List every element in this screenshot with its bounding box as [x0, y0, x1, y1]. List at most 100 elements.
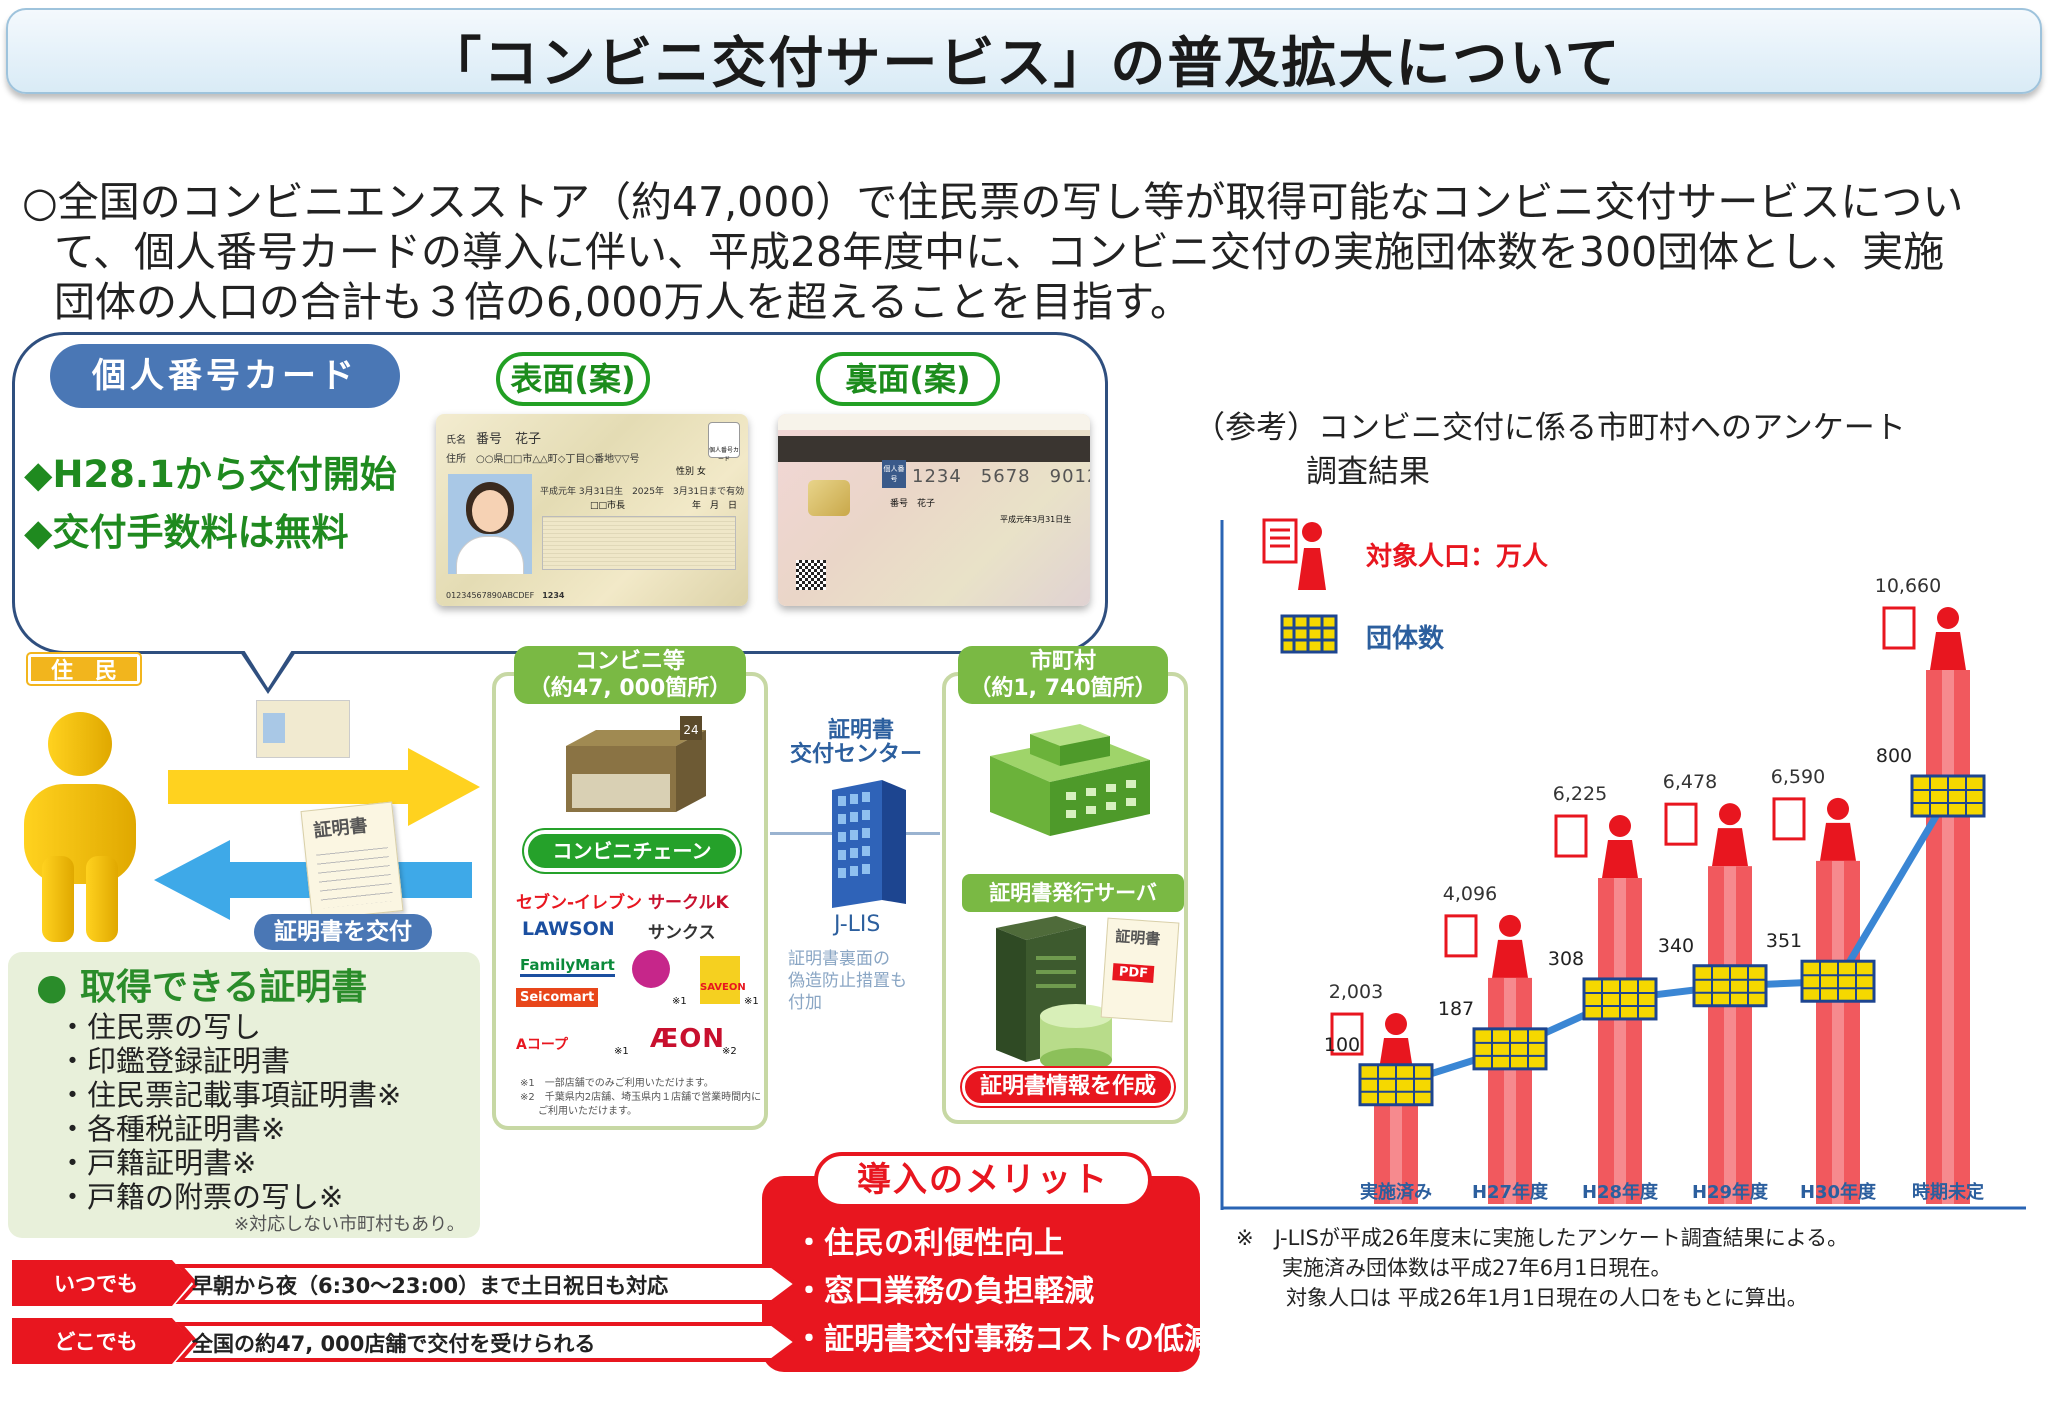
anytime-label: いつでも — [54, 1272, 138, 1296]
certificate-item: ・戸籍の附票の写し※ — [58, 1180, 344, 1214]
jlis-label: J-LIS — [834, 912, 881, 937]
anytime-arrow-icon — [12, 1260, 796, 1306]
card-point-2: ◆交付手数料は無料 — [24, 511, 349, 554]
certificates-note: ※対応しない市町村もあり。 — [234, 1214, 465, 1235]
survey-footnote-2: 実施済み団体数は平成27年6月1日現在。 — [1282, 1256, 1672, 1280]
konbini-head-1: コンビニ等 — [574, 649, 685, 674]
population-person-icon — [1609, 815, 1631, 838]
benefit-item: ・証明書交付事務コストの低減 — [794, 1322, 1214, 1357]
logo-sunkus: サンクス — [648, 923, 716, 943]
konbini-note-1: ※1 一部店舗でのみご利用いただけます。 — [520, 1078, 714, 1089]
logo-seicomart: Seicomart — [516, 988, 599, 1007]
front-date: 年 月 日 — [692, 501, 738, 511]
population-bar-highlight — [1942, 670, 1954, 1204]
front-address-label: 住所 — [446, 454, 466, 465]
logo-acoop: Aコープ — [516, 1037, 568, 1053]
back-number-box: 個人番号 — [882, 460, 906, 488]
konbini-head-2: （約47, 000箇所） — [528, 676, 732, 701]
groups-marker — [1582, 977, 1658, 1021]
photo-box — [448, 474, 532, 574]
category-label: 実施済み — [1360, 1181, 1432, 1203]
logo-note-1: ※1 — [744, 996, 759, 1007]
center-label-1: 証明書 — [828, 718, 895, 743]
benefit-item: ・住民の利便性向上 — [794, 1226, 1064, 1261]
population-value-label: 10,660 — [1875, 575, 1941, 597]
circle-logo-icon — [632, 950, 670, 988]
legend-groups-icon — [1280, 614, 1338, 654]
certificate-doc-icon: 証明書 — [300, 801, 404, 921]
category-label: H28年度 — [1582, 1181, 1659, 1203]
population-value-label: 6,590 — [1771, 766, 1825, 788]
front-address: ○○県□□市△△町◇丁目○番地▽▽号 — [476, 454, 640, 465]
groups-marker — [1358, 1063, 1434, 1107]
convenience-store-icon: 24 — [566, 716, 706, 812]
logo-circle-k: サークルK — [648, 893, 729, 913]
certificate-item: ・戸籍証明書※ — [58, 1146, 257, 1180]
city-head-1: 市町村 — [1029, 649, 1096, 674]
server-icon — [996, 916, 1086, 1062]
server-action-label: 証明書情報を作成 — [962, 1068, 1174, 1106]
logo-lawson: LAWSON — [522, 918, 615, 940]
population-bar-highlight — [1504, 977, 1516, 1204]
legend-groups-label: 団体数 — [1366, 624, 1445, 654]
anywhere-label: どこでも — [54, 1330, 138, 1354]
server-document-icon: 証明書 PDF — [1100, 917, 1180, 1023]
category-label: 時期未定 — [1912, 1181, 1984, 1203]
konbini-heading: コンビニ等 （約47, 000箇所） — [514, 646, 746, 704]
center-label-2: 交付センター — [790, 742, 923, 767]
resident-label: 住 民 — [28, 654, 140, 684]
city-head-2: （約1, 740箇所） — [969, 676, 1157, 701]
back-birth: 平成元年3月31日生 — [1000, 515, 1072, 524]
population-bar-highlight — [1832, 860, 1844, 1204]
logo-aeon: ÆON — [650, 1024, 726, 1054]
population-doc-icon — [1330, 1012, 1364, 1056]
category-label: H29年度 — [1692, 1181, 1769, 1203]
city-hall-icon — [990, 724, 1150, 836]
population-person-icon — [1719, 803, 1741, 826]
logo-familymart: FamilyMart — [520, 956, 615, 977]
bubble-tail-inner — [244, 650, 292, 688]
certificate-item: ・印鑑登録証明書 — [58, 1044, 291, 1078]
front-code: 1234 — [542, 591, 565, 600]
cert-doc-label: 証明書 — [312, 815, 369, 842]
groups-value-label: 351 — [1766, 930, 1802, 952]
city-heading: 市町村 （約1, 740箇所） — [958, 646, 1168, 704]
intro-line-3: 団体の人口の合計も３倍の6,000万人を超えることを目指す。 — [54, 278, 1192, 326]
certificates-heading: ● 取得できる証明書 — [36, 967, 368, 1008]
server-doc-label: 証明書 — [1114, 927, 1161, 949]
population-doc-icon — [1444, 914, 1478, 958]
logo-saveon: SAVEON — [700, 956, 746, 1004]
population-person-icon — [1385, 1013, 1407, 1036]
front-sex: 女 — [696, 467, 706, 477]
card-point-1: ◆H28.1から交付開始 — [24, 453, 397, 496]
population-person-body — [1492, 939, 1528, 978]
certificate-item: ・各種税証明書※ — [58, 1112, 286, 1146]
groups-value-label: 340 — [1658, 935, 1694, 957]
front-valid: 2025年 3月31日まで有効 — [632, 487, 745, 497]
logo-seven-eleven: セブン-イレブン — [516, 893, 643, 913]
store-number: 24 — [683, 723, 698, 737]
benefits-panel — [762, 1176, 1200, 1372]
arrow-to-konbini-icon — [168, 748, 480, 826]
certificates-panel — [8, 952, 480, 1238]
groups-value-label: 100 — [1324, 1034, 1360, 1056]
groups-marker — [1472, 1027, 1548, 1071]
front-sex-label: 性別 — [676, 467, 695, 477]
legend-population-icon — [1262, 518, 1326, 590]
population-bar-highlight — [1724, 866, 1736, 1204]
anytime-text: 早朝から夜（6:30〜23:00）まで土日祝日も対応 — [192, 1274, 669, 1298]
population-person-body — [1712, 828, 1748, 867]
benefit-item: ・窓口業務の負担軽減 — [794, 1274, 1094, 1309]
population-person-icon — [1827, 797, 1849, 820]
population-doc-icon — [1664, 802, 1698, 846]
jlis-note-1: 証明書裏面の — [788, 949, 890, 969]
konbini-note-2: ※2 千葉県内2店舗、埼玉県内１店舗で営業時間内に — [520, 1092, 762, 1103]
population-person-icon — [1937, 607, 1959, 629]
qr-code-icon — [796, 560, 826, 590]
signature-area — [542, 516, 736, 570]
deliver-label: 証明書を交付 — [254, 914, 432, 950]
certificate-item: ・住民票の写し — [58, 1010, 262, 1044]
anywhere-arrow-icon — [12, 1318, 796, 1364]
pdf-badge: PDF — [1112, 963, 1155, 983]
magnetic-stripe — [778, 436, 1090, 462]
